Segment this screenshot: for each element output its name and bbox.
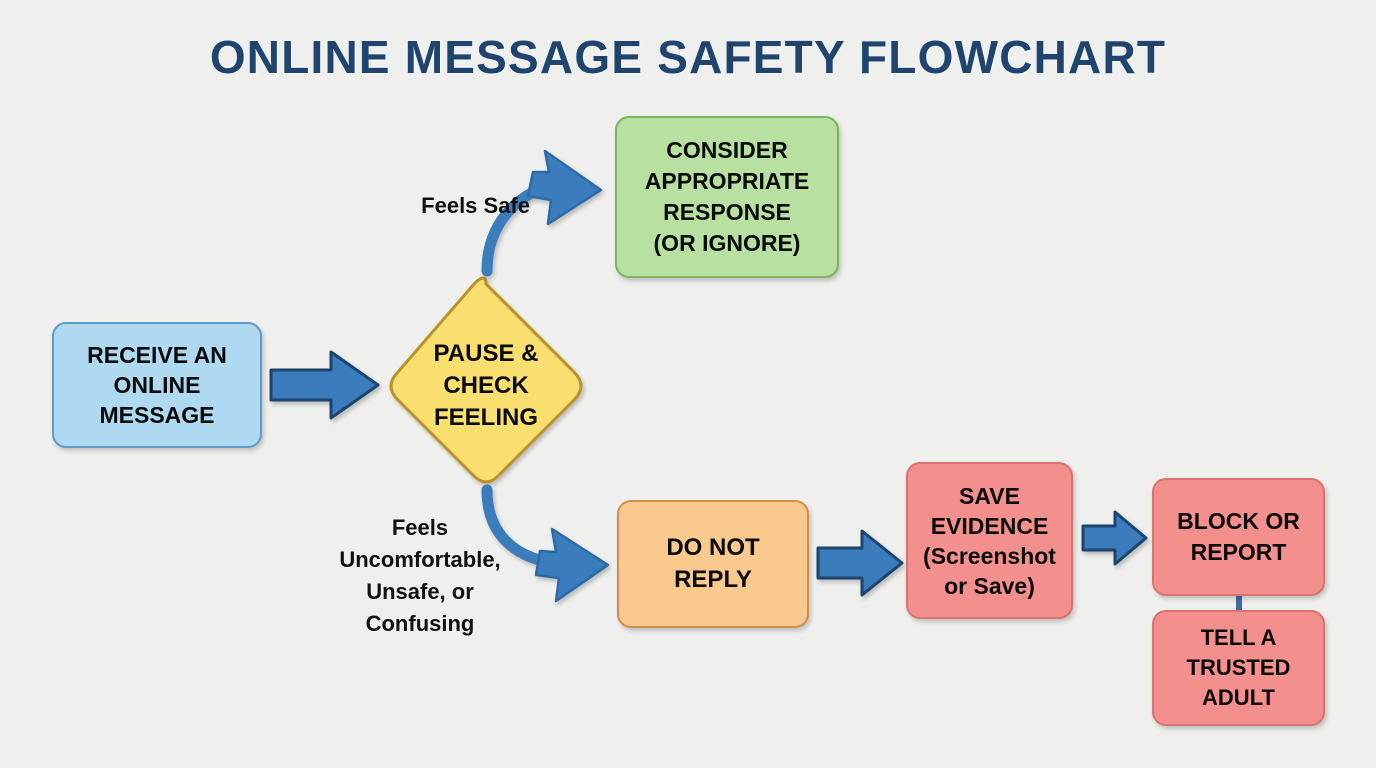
node-donotreply-line-2: REPLY [674, 566, 752, 593]
node-blockreport-line-2: REPORT [1190, 539, 1287, 565]
node-receive-line-1: RECEIVE AN [87, 342, 227, 368]
edge-label-feels-uncomfortable: Feels Uncomfortable, Unsafe, or Confusin… [300, 512, 540, 640]
node-saveevidence-line-1: SAVE [959, 482, 1020, 509]
arrow-pause-to-consider [481, 149, 603, 277]
node-saveevidence-line-2: EVIDENCE [930, 512, 1049, 539]
node-blockreport-line-1: BLOCK OR [1177, 508, 1300, 534]
arrow-donotreply-to-saveevidence [816, 529, 904, 597]
node-telladult-line-2: TRUSTED [1186, 655, 1291, 680]
arrow-saveevidence-to-blockreport [1081, 510, 1148, 566]
node-tell-a-trusted-adult[interactable]: TELL A TRUSTED ADULT [1152, 610, 1325, 726]
page-title: ONLINE MESSAGE SAFETY FLOWCHART [209, 31, 1167, 83]
edge-label-feels-bad-line-2: Uncomfortable, [339, 547, 501, 572]
edge-label-feels-safe: Feels Safe [330, 190, 530, 222]
edge-label-feels-bad-line-3: Unsafe, or [366, 579, 474, 604]
arrow-receive-to-pause [269, 350, 380, 420]
edge-label-feels-safe-text: Feels Safe [421, 193, 530, 218]
node-telladult-line-1: TELL A [1200, 625, 1277, 650]
node-save-evidence[interactable]: SAVE EVIDENCE (Screenshot or Save) [906, 462, 1073, 619]
node-consider-line-3: RESPONSE [663, 199, 791, 225]
node-consider-line-1: CONSIDER [666, 137, 788, 163]
node-receive-line-3: MESSAGE [99, 402, 215, 428]
edge-label-feels-bad-line-1: Feels [391, 515, 449, 540]
node-consider-appropriate-response[interactable]: CONSIDER APPROPRIATE RESPONSE (OR IGNORE… [615, 116, 839, 278]
node-telladult-line-3: ADULT [1202, 685, 1275, 710]
arrow-pause-to-donotreply [481, 484, 610, 603]
node-receive-line-2: ONLINE [113, 372, 201, 398]
node-donotreply-line-1: DO NOT [666, 534, 760, 561]
node-consider-line-2: APPROPRIATE [644, 168, 810, 194]
edge-label-feels-bad-line-4: Confusing [365, 611, 475, 636]
node-receive-an-online-message[interactable]: RECEIVE AN ONLINE MESSAGE [52, 322, 262, 448]
node-saveevidence-line-3: (Screenshot [923, 542, 1056, 569]
node-consider-line-4: (OR IGNORE) [653, 230, 801, 256]
node-block-or-report[interactable]: BLOCK OR REPORT [1152, 478, 1325, 596]
node-saveevidence-line-4: or Save) [944, 572, 1035, 599]
node-do-not-reply[interactable]: DO NOT REPLY [617, 500, 809, 628]
decision-diamond-pause-check-feeling[interactable] [389, 276, 583, 484]
